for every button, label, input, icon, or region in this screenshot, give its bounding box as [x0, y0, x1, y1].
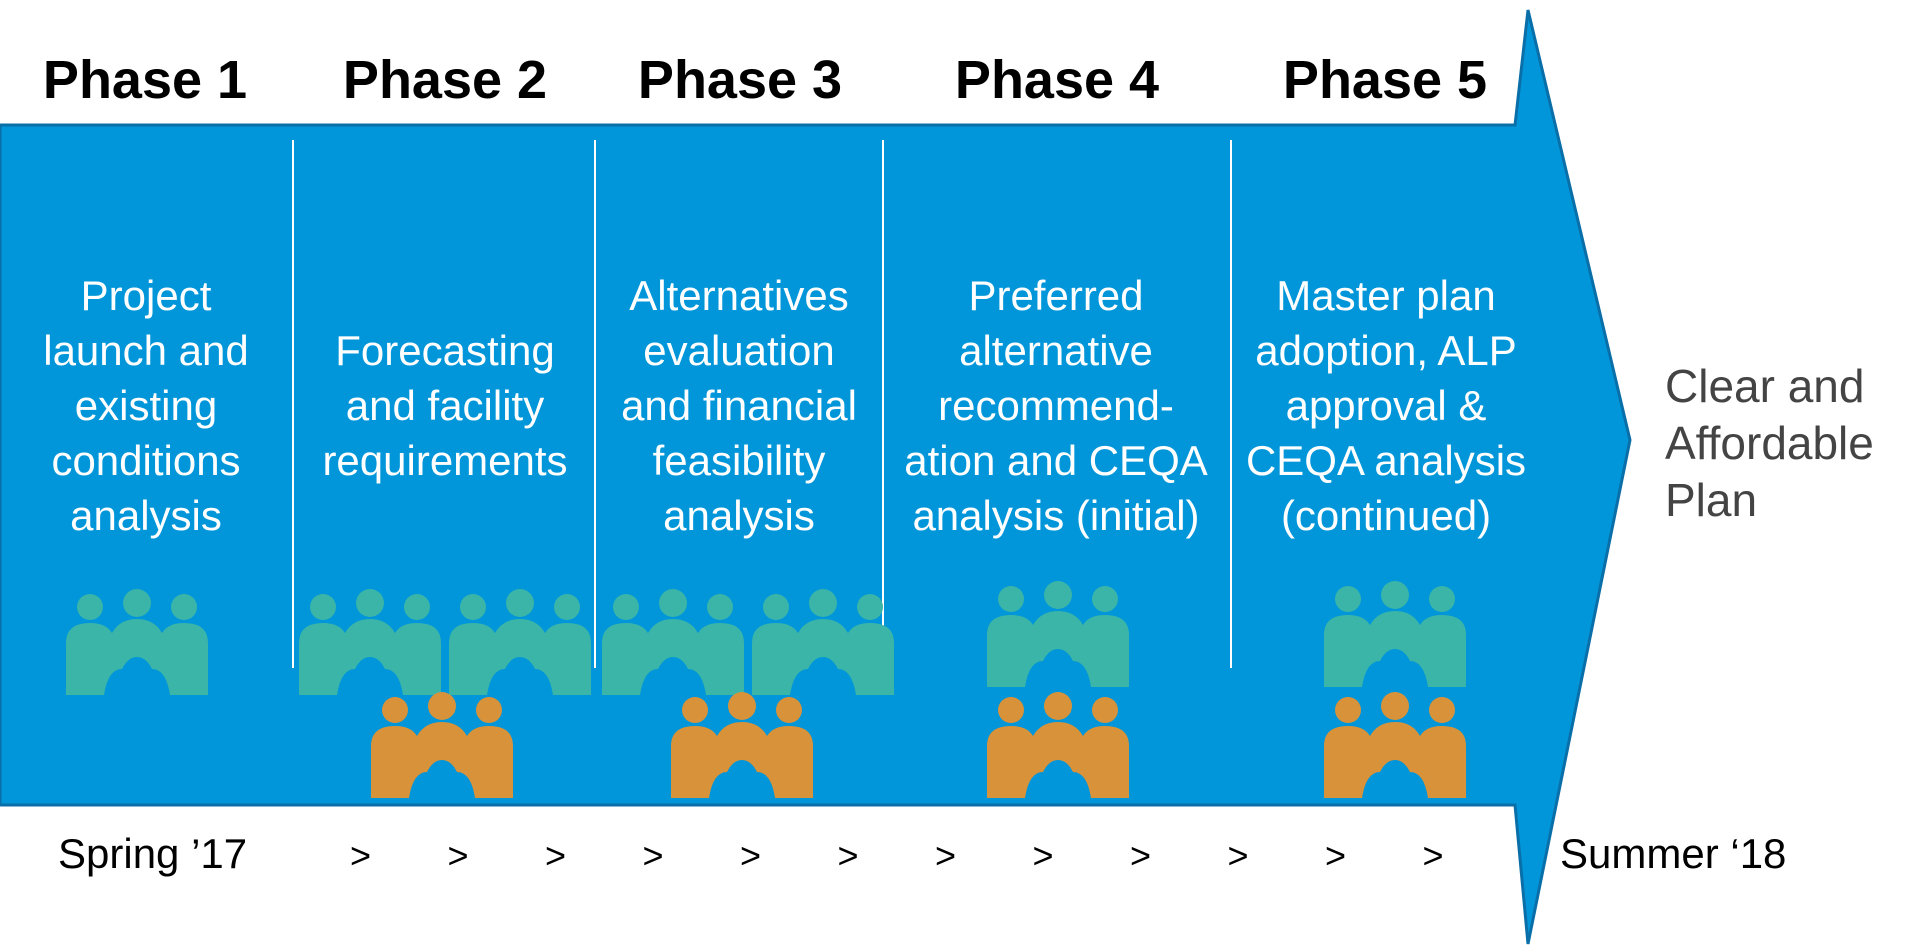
timeline-separator: > — [837, 835, 859, 876]
people-group-icon — [748, 585, 898, 700]
timeline-separator: > — [642, 835, 664, 876]
timeline-separator: > — [545, 835, 567, 876]
people-group-icon — [1320, 688, 1470, 803]
timeline-separator: > — [350, 835, 372, 876]
phase-4-description: Preferred alternative recommend- ation a… — [904, 272, 1208, 539]
phase-2-title: Phase 2 — [342, 50, 548, 110]
timeline-separator: > — [1227, 835, 1249, 876]
phase-divider — [292, 140, 294, 668]
timeline-separator: > — [1422, 835, 1444, 876]
people-group-icon — [295, 585, 445, 700]
people-group-icon — [598, 585, 748, 700]
people-group-icon — [983, 577, 1133, 692]
phase-5-title: Phase 5 — [1282, 50, 1488, 110]
phase-divider — [882, 140, 884, 668]
phase-1-title: Phase 1 — [42, 50, 248, 110]
people-group-icon — [1320, 577, 1470, 692]
phase-3-title: Phase 3 — [637, 50, 843, 110]
timeline-separator: > — [1130, 835, 1152, 876]
phase-divider — [594, 140, 596, 668]
people-group-icon — [367, 688, 517, 803]
phase-3-description: Alternatives evaluation and financial fe… — [621, 272, 857, 539]
people-group-icon — [667, 688, 817, 803]
timeline-separator: > — [447, 835, 469, 876]
phase-divider — [1230, 140, 1232, 668]
timeline-separator: > — [935, 835, 957, 876]
phase-4-title: Phase 4 — [954, 50, 1160, 110]
timeline-end: Summer ‘18 — [1560, 830, 1787, 877]
timeline-separator: > — [1325, 835, 1347, 876]
people-group-icon — [983, 688, 1133, 803]
timeline-separator: > — [1032, 835, 1054, 876]
phase-5-description: Master plan adoption, ALP approval & CEQ… — [1245, 272, 1527, 539]
timeline-separator: > — [740, 835, 762, 876]
people-group-icon — [445, 585, 595, 700]
timeline-start: Spring ’17 — [58, 830, 248, 877]
people-group-icon — [62, 585, 212, 700]
phase-2-description: Forecasting and facility requirements — [322, 327, 568, 484]
outcome-label: Clear and Affordable Plan — [1665, 360, 1874, 526]
phase-1-description: Project launch and existing conditions a… — [43, 272, 249, 539]
